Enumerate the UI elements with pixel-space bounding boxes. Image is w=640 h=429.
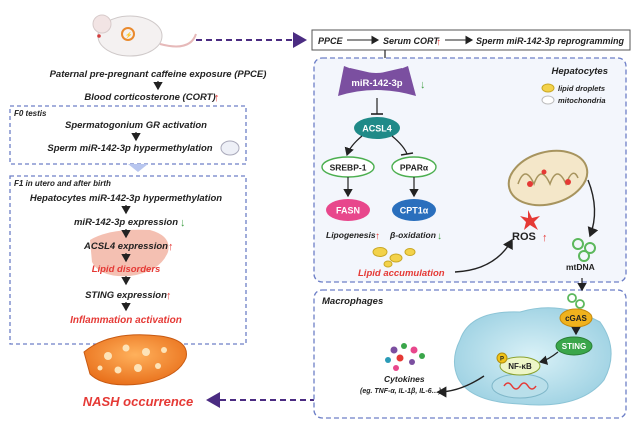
lipogenesis-label: Lipogenesis [326,230,376,240]
nfkb-node [499,356,541,376]
cgas-label: cGAS [565,314,587,323]
boxidation-label: β-oxidation [389,230,436,240]
cpt-label: CPT1α [400,206,429,216]
nash-liver-icon [83,334,187,386]
cytokines-examples: (eg. TNF-α, IL-1β, IL-6…) [360,388,442,395]
boxidation-down-arrow: ↓ [437,231,442,242]
banner-up-arrow: ↑ [436,37,441,48]
nfkb-to-cytokines-arrow [436,375,485,398]
dna-icon [503,382,537,390]
legend-lipid-icon [541,83,555,93]
mtdna-icon [572,238,596,262]
nfkb-label: NF-κB [508,362,532,371]
f1-line5: STING expression [85,290,167,301]
mito-to-mtdna-arrow [587,179,599,238]
srebp-label: SREBP-1 [330,163,367,173]
mitochondria-icon [507,149,589,207]
f1-line6: Inflammation activation [70,315,182,326]
inhibit-bar-ppar [400,152,414,156]
mouse-icon: ⚡ [92,14,197,57]
legend-mito-icon [541,95,555,105]
sting-node [555,336,593,356]
lipid-accumulation-label: Lipid accumulation [358,268,445,279]
lipid-droplets-icon [372,247,416,268]
sting-label: STING [562,342,586,351]
hepatocytes-panel [313,57,627,283]
cytokines-icon [385,343,425,371]
ppar-label: PPARα [400,163,429,173]
macrophages-title: Macrophages [322,296,383,307]
sting-up-arrow: ↑ [166,290,172,302]
cort-up-arrow: ↑ [214,92,220,104]
lipid-to-ros-arrow [454,238,513,273]
banner-step2: Serum CORT [383,36,440,46]
mir-down-icon: ↓ [420,79,426,91]
fasn-label: FASN [336,206,360,216]
acsl4-to-srebp [344,135,363,157]
cort-label: Blood corticosterone (CORT) [84,92,215,103]
f0-title: F0 testis [14,109,47,118]
svg-text:⚡: ⚡ [125,31,132,39]
chevron-down-icon [128,164,148,172]
hepatocytes-title: Hepatocytes [552,66,609,77]
mir-down-arrow: ↓ [180,217,186,229]
cpt-node [392,199,436,221]
f1-line1: Hepatocytes miR-142-3p hypermethylation [30,193,222,204]
acsl4-label: ACSL4 [362,124,392,134]
sting-to-nfkb-arrow [538,351,559,365]
phospho-label: P [500,357,504,363]
ros-burst-icon [520,210,540,230]
exposure-label: Paternal pre-pregnant caffeine exposure … [50,69,267,80]
banner-step1: PPCE [318,36,344,46]
f0-line1: Spermatogonium GR activation [65,120,207,131]
outcome-label: NASH occurrence [83,394,194,409]
f1-line2: miR-142-3p expression [74,217,178,228]
f1-line4: Lipid disorders [92,264,161,275]
mtdna-label: mtDNA [566,262,595,272]
f0-line2: Sperm miR-142-3p hypermethylation [47,143,212,154]
legend-lipid-label: lipid droplets [558,84,605,93]
ros-label: ROS [512,231,536,243]
acsl4-node [354,117,400,139]
banner-step3: Sperm miR-142-3p reprogramming [476,36,625,46]
mir-node [338,66,416,96]
acsl4-to-ppar [391,135,408,155]
acsl4-up-arrow: ↑ [168,241,174,253]
f1-title: F1 in utero and after birth [14,179,111,188]
legend-mito-label: mitochondria [558,96,606,105]
ros-up-arrow: ↑ [542,232,548,244]
fasn-node [326,199,370,221]
phospho-badge [496,352,508,364]
liver-illustration [90,229,169,277]
cytokines-label: Cytokines [384,374,425,384]
f1-line3: ACSL4 expression [83,241,168,252]
mir-label: miR-142-3p [351,78,402,89]
sperm-icon [220,140,240,156]
mtdna-entry-icon [567,293,585,309]
lipogenesis-up-arrow: ↑ [375,231,380,242]
